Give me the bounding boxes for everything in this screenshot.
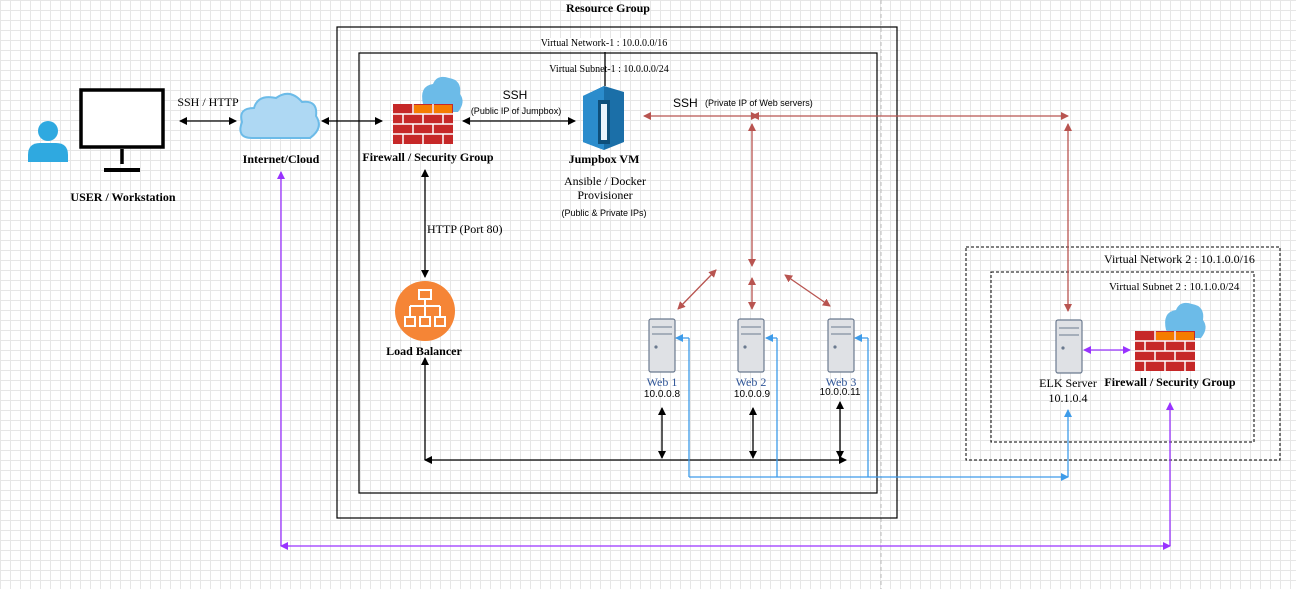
ssh-private-label: SSH bbox=[673, 96, 698, 110]
firewall-label: Firewall / Security Group bbox=[362, 150, 494, 164]
web1-ip-label: 10.0.0.8 bbox=[643, 389, 681, 400]
elk-ip-label: 10.1.0.4 bbox=[1048, 391, 1088, 405]
http-port-label: HTTP (Port 80) bbox=[427, 222, 503, 236]
public-ip-jumpbox-label: (Public IP of Jumpbox) bbox=[470, 106, 562, 116]
user-workstation-label: USER / Workstation bbox=[70, 190, 176, 204]
firewall-icon bbox=[393, 76, 463, 144]
web3-ip-label: 10.0.0.11 bbox=[819, 387, 861, 398]
vnet2-label: Virtual Network 2 : 10.1.0.0/16 bbox=[1104, 252, 1255, 266]
red-ssh-links bbox=[643, 112, 1072, 312]
web2-ip-label: 10.0.0.9 bbox=[733, 389, 771, 400]
vnet1-box bbox=[358, 52, 878, 494]
public-private-ips-label: (Public & Private IPs) bbox=[561, 208, 647, 218]
purple-links bbox=[277, 171, 1174, 550]
web3-server-icon bbox=[827, 318, 855, 373]
vnet1-label: Virtual Network-1 : 10.0.0.0/16 bbox=[540, 38, 668, 49]
workstation-monitor-icon bbox=[79, 88, 165, 172]
ansible-docker-label: Ansible / Docker bbox=[564, 174, 646, 188]
subnet2-box bbox=[990, 271, 1255, 443]
user-icon bbox=[28, 121, 68, 162]
web3-name-label: Web 3 bbox=[825, 375, 857, 389]
elk-server-icon bbox=[1055, 319, 1083, 374]
black-links bbox=[179, 52, 847, 464]
load-balancer-label: Load Balancer bbox=[386, 344, 462, 358]
vnet2-box bbox=[965, 246, 1281, 461]
resource-group-box bbox=[336, 26, 898, 519]
jumpbox-label: Jumpbox VM bbox=[568, 152, 640, 166]
subnet2-label: Virtual Subnet 2 : 10.1.0.0/24 bbox=[1109, 281, 1240, 293]
web1-server-icon bbox=[648, 318, 676, 373]
elk-server-label: ELK Server bbox=[1039, 376, 1097, 390]
provisioner-label: Provisioner bbox=[577, 188, 633, 202]
internet-cloud-label: Internet/Cloud bbox=[242, 152, 320, 166]
firewall-2-label: Firewall / Security Group bbox=[1104, 375, 1236, 389]
private-ip-web-label: (Private IP of Web servers) bbox=[705, 98, 813, 108]
jumpbox-server-icon bbox=[583, 86, 624, 150]
blue-log-links bbox=[675, 334, 1072, 481]
web2-server-icon bbox=[737, 318, 765, 373]
web1-name-label: Web 1 bbox=[646, 375, 678, 389]
resource-group-label: Resource Group bbox=[566, 1, 650, 15]
load-balancer-icon bbox=[395, 281, 455, 341]
subnet1-label: Virtual Subnet-1 : 10.0.0.0/24 bbox=[549, 64, 669, 75]
ssh-http-label: SSH / HTTP bbox=[177, 95, 239, 109]
web2-name-label: Web 2 bbox=[735, 375, 767, 389]
cloud-icon bbox=[239, 92, 320, 139]
firewall-2-icon bbox=[1135, 302, 1206, 371]
ssh-label: SSH bbox=[502, 88, 528, 102]
